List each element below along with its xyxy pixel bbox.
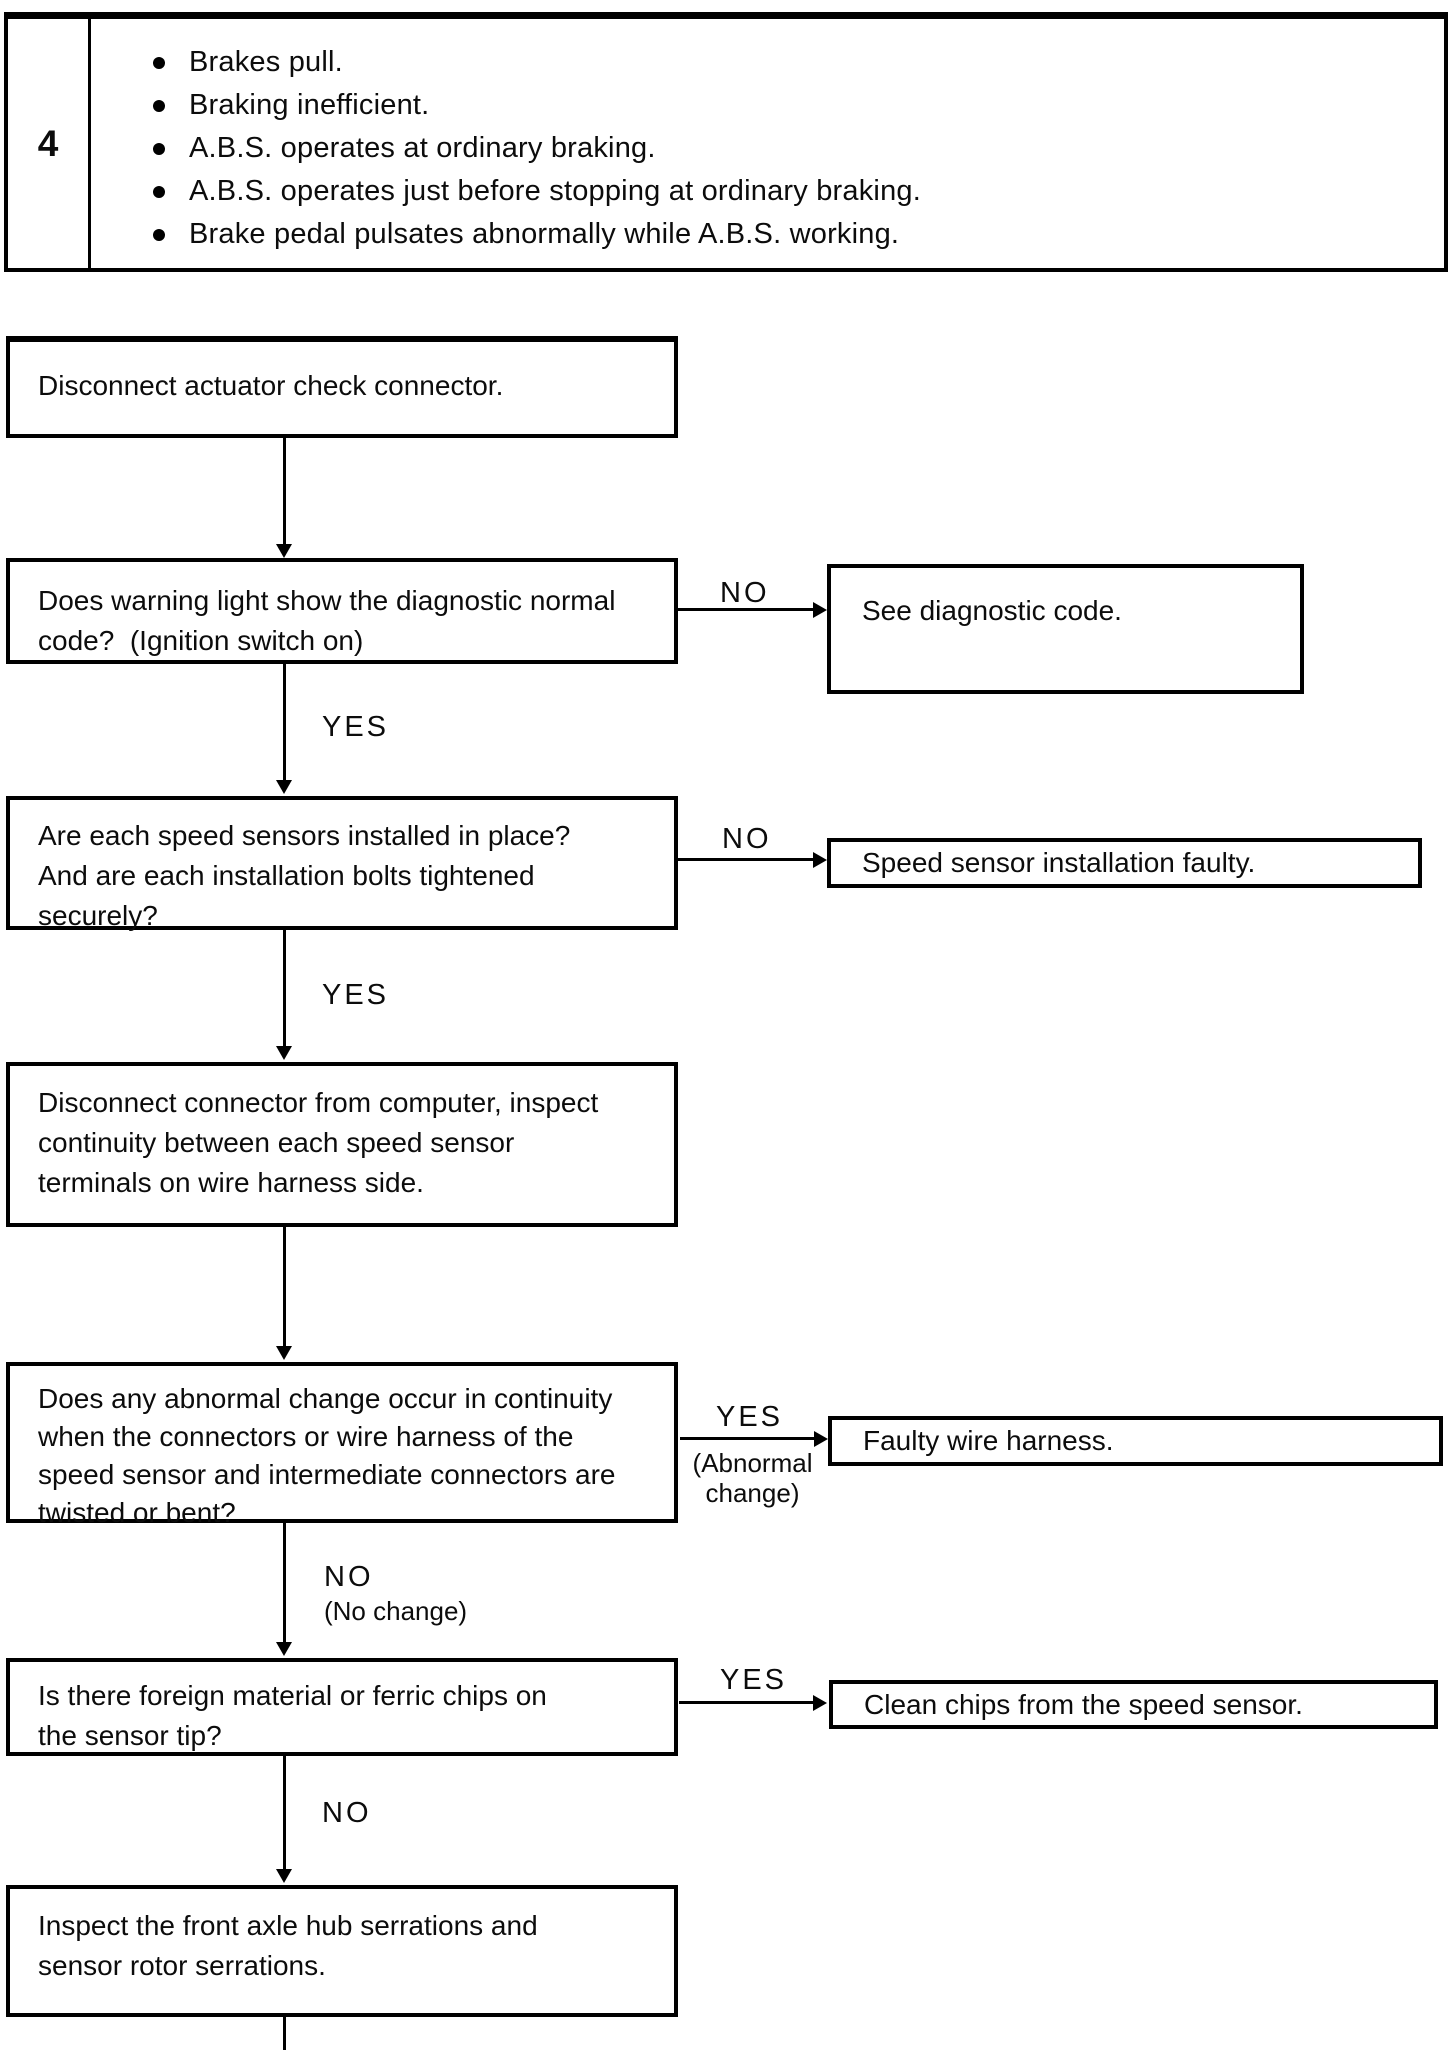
symptom-item: Brakes pull. <box>153 41 1434 84</box>
edge-label-yes: YES <box>720 1664 788 1696</box>
arrowhead-right-icon <box>814 1431 828 1447</box>
flow-box-text: Are each speed sensors installed in plac… <box>38 820 571 931</box>
flow-box-warning-light-question: Does warning light show the diagnostic n… <box>6 558 678 664</box>
result-box-text: Clean chips from the speed sensor. <box>864 1688 1303 1720</box>
bullet-icon <box>153 185 165 198</box>
result-box-see-diagnostic-code: See diagnostic code. <box>827 564 1304 694</box>
bullet-icon <box>153 142 165 155</box>
result-box-text: Faulty wire harness. <box>863 1425 1114 1456</box>
arrow-q2-no-to-r2 <box>678 858 813 861</box>
bullet-icon <box>153 228 165 241</box>
arrowhead-right-icon <box>813 1695 827 1711</box>
symptom-item: A.B.S. operates just before stopping at … <box>153 170 1434 213</box>
symptom-list: Brakes pull. Braking inefficient. A.B.S.… <box>91 19 1444 268</box>
arrowhead-down-icon <box>276 1046 292 1060</box>
flow-box-text: Does warning light show the diagnostic n… <box>38 585 616 656</box>
arrow-q3-yes-to-r3 <box>680 1437 814 1440</box>
bullet-icon <box>153 99 165 112</box>
flow-box-text: Is there foreign material or ferric chip… <box>38 1680 547 1751</box>
flow-box-text: Disconnect actuator check connector. <box>38 370 504 401</box>
flow-box-text: Does any abnormal change occur in contin… <box>38 1383 616 1528</box>
symptom-item: A.B.S. operates at ordinary braking. <box>153 127 1434 170</box>
arrow-step2-to-q3 <box>283 1227 286 1346</box>
flow-box-text: Disconnect connector from computer, insp… <box>38 1087 599 1198</box>
flow-box-inspect-continuity: Disconnect connector from computer, insp… <box>6 1062 678 1227</box>
symptom-text: A.B.S. operates at ordinary braking. <box>189 132 656 164</box>
arrow-q4-yes-to-r4 <box>679 1701 813 1704</box>
symptom-text: Braking inefficient. <box>189 89 430 121</box>
arrowhead-down-icon <box>276 544 292 558</box>
edge-label-no: NO <box>324 1561 374 1593</box>
bullet-icon <box>153 56 165 69</box>
line-step3-continues <box>283 2017 286 2050</box>
flow-box-inspect-serrations: Inspect the front axle hub serrations an… <box>6 1885 678 2017</box>
arrowhead-down-icon <box>276 780 292 794</box>
arrowhead-right-icon <box>813 602 827 618</box>
arrow-q4-to-step3 <box>283 1754 286 1869</box>
symptom-item: Brake pedal pulsates abnormally while A.… <box>153 213 1434 256</box>
result-box-faulty-wire-harness: Faulty wire harness. <box>828 1416 1443 1466</box>
symptom-text: Brake pedal pulsates abnormally while A.… <box>189 218 900 250</box>
symptom-text: Brakes pull. <box>189 46 343 78</box>
edge-label-no: NO <box>322 1797 372 1829</box>
symptom-text: A.B.S. operates just before stopping at … <box>189 175 921 207</box>
edge-note-abnormal-change: (Abnormal change) <box>692 1448 813 1508</box>
symptom-table: 4 Brakes pull. Braking inefficient. A.B.… <box>4 12 1448 272</box>
arrow-q3-to-q4 <box>283 1523 286 1642</box>
result-box-text: Speed sensor installation faulty. <box>862 847 1256 878</box>
edge-label-no: NO <box>720 577 770 609</box>
symptom-number-cell: 4 <box>8 19 91 268</box>
flow-box-ferric-chips-question: Is there foreign material or ferric chip… <box>6 1658 678 1756</box>
arrow-step1-to-q1 <box>283 438 286 544</box>
result-box-clean-chips: Clean chips from the speed sensor. <box>829 1680 1438 1729</box>
edge-label-yes: YES <box>322 711 390 743</box>
arrowhead-down-icon <box>276 1642 292 1656</box>
flow-box-disconnect-check-connector: Disconnect actuator check connector. <box>6 336 678 438</box>
edge-label-yes: YES <box>322 979 390 1011</box>
arrow-q1-no-to-r1 <box>678 608 813 611</box>
edge-note-no-change: (No change) <box>324 1596 468 1626</box>
flow-box-speed-sensor-install-question: Are each speed sensors installed in plac… <box>6 796 678 931</box>
result-box-sensor-installation-faulty: Speed sensor installation faulty. <box>827 838 1422 888</box>
result-box-text: See diagnostic code. <box>862 595 1122 626</box>
edge-label-yes: YES <box>716 1401 784 1433</box>
arrowhead-right-icon <box>813 852 827 868</box>
arrowhead-down-icon <box>276 1346 292 1360</box>
arrow-q1-to-q2 <box>283 664 286 780</box>
flow-box-abnormal-continuity-question: Does any abnormal change occur in contin… <box>6 1362 678 1528</box>
symptom-row-number: 4 <box>37 122 59 164</box>
arrow-q2-to-step2 <box>283 930 286 1046</box>
symptom-item: Braking inefficient. <box>153 84 1434 127</box>
edge-label-no: NO <box>722 823 772 855</box>
arrowhead-down-icon <box>276 1869 292 1883</box>
flow-box-text: Inspect the front axle hub serrations an… <box>38 1910 538 1981</box>
